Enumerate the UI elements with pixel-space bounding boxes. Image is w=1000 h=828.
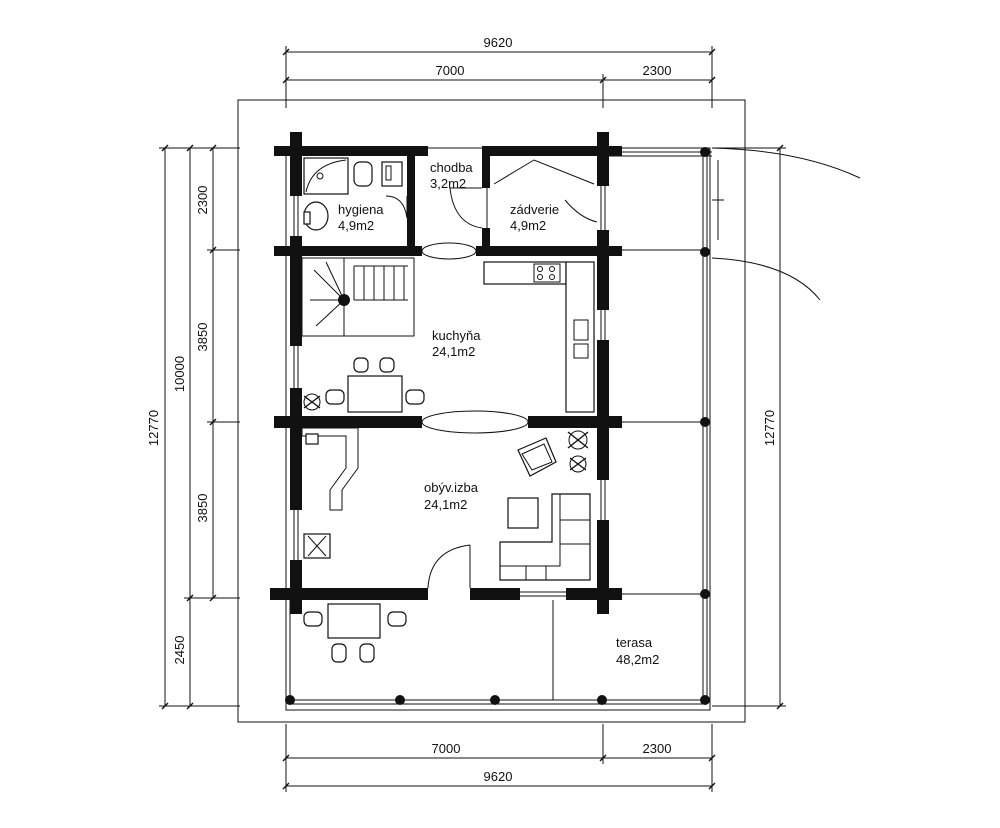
right-dimensions: 12770	[712, 144, 786, 710]
dim-top-right: 2300	[643, 63, 672, 78]
bottom-dimensions: 7000 2300 9620	[282, 724, 716, 792]
plant-icon	[303, 393, 321, 411]
dim-left-seg4: 2450	[172, 636, 187, 665]
site-outline	[237, 99, 746, 723]
coffee-table	[507, 497, 539, 529]
dining-table	[325, 357, 425, 413]
terrace-table	[303, 603, 407, 663]
staircase	[301, 257, 415, 337]
room-label-zadverie: zádverie 4,9m2	[510, 202, 559, 233]
top-dimensions: 9620 7000 2300	[282, 35, 716, 108]
svg-text:obýv.izba: obýv.izba	[424, 480, 479, 495]
dim-bottom-total: 9620	[484, 769, 513, 784]
dim-left-total: 10000	[172, 356, 187, 392]
terrace-railing	[285, 147, 861, 705]
svg-text:24,1m2: 24,1m2	[432, 344, 475, 359]
dim-left-seg1: 2300	[195, 186, 210, 215]
room-label-kuchyna: kuchyňa 24,1m2	[432, 328, 481, 359]
svg-text:48,2m2: 48,2m2	[616, 652, 659, 667]
fireplace	[301, 427, 359, 511]
arch-opening-upper	[421, 242, 477, 260]
armchair	[517, 437, 557, 477]
room-label-hygiena: hygiena 4,9m2	[338, 202, 384, 233]
walls	[270, 132, 622, 614]
shower-icon	[303, 157, 349, 195]
dim-top-total: 9620	[484, 35, 513, 50]
toilet-icon	[303, 201, 329, 231]
plant-icon	[567, 430, 589, 473]
dim-bottom-right: 2300	[643, 741, 672, 756]
dim-left-outer: 12770	[146, 410, 161, 446]
svg-text:4,9m2: 4,9m2	[510, 218, 546, 233]
svg-text:24,1m2: 24,1m2	[424, 497, 467, 512]
washbasin-icon	[353, 161, 373, 187]
corner-sofa	[499, 493, 591, 581]
svg-text:4,9m2: 4,9m2	[338, 218, 374, 233]
arch-opening-middle	[421, 410, 529, 434]
cabinet	[303, 533, 331, 559]
room-label-chodba: chodba 3,2m2	[430, 160, 473, 191]
dim-left-seg3: 3850	[195, 494, 210, 523]
svg-text:zádverie: zádverie	[510, 202, 559, 217]
windows	[293, 186, 606, 597]
kitchen-counter	[483, 261, 595, 413]
dim-right-total: 12770	[762, 410, 777, 446]
left-dimensions: 12770 10000 2300 3850 3850 2450	[146, 144, 240, 710]
dim-left-seg2: 3850	[195, 323, 210, 352]
room-label-terasa: terasa 48,2m2	[616, 635, 659, 667]
dim-top-left: 7000	[436, 63, 465, 78]
svg-text:chodba: chodba	[430, 160, 473, 175]
svg-text:hygiena: hygiena	[338, 202, 384, 217]
dim-bottom-left: 7000	[432, 741, 461, 756]
svg-text:terasa: terasa	[616, 635, 653, 650]
svg-text:kuchyňa: kuchyňa	[432, 328, 481, 343]
svg-text:3,2m2: 3,2m2	[430, 176, 466, 191]
doors	[385, 159, 598, 589]
room-label-obyv: obýv.izba 24,1m2	[424, 480, 479, 512]
